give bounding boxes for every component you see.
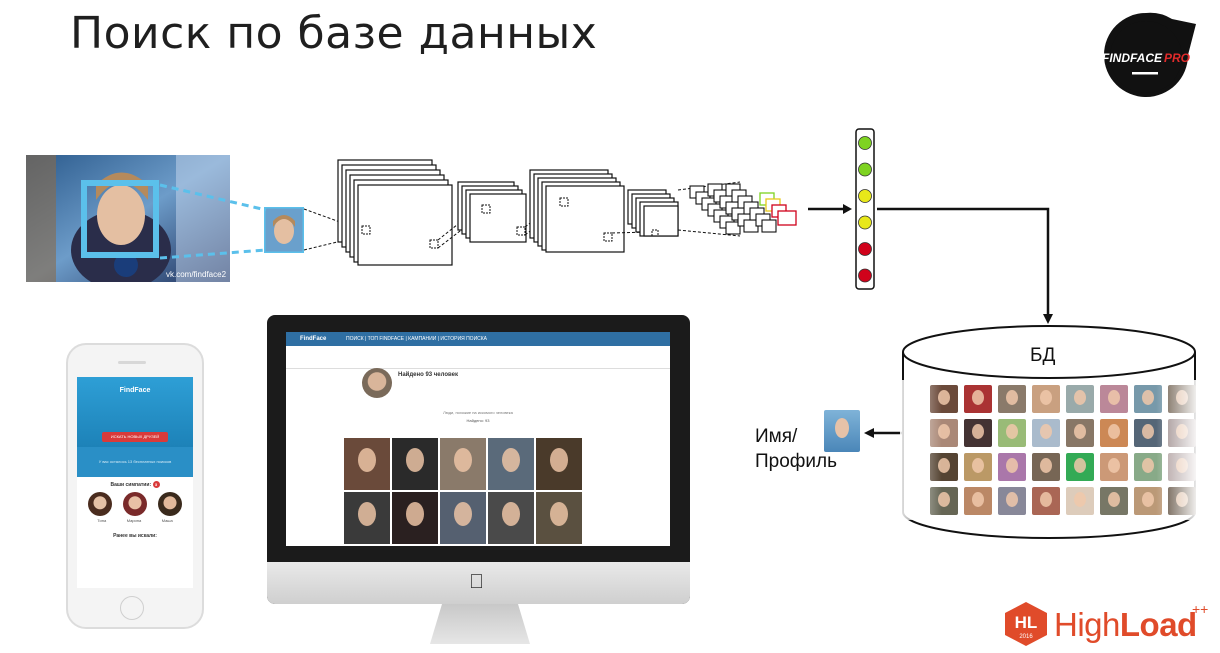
result-card[interactable]	[392, 438, 438, 490]
phone-sympathies-count: 3	[152, 481, 160, 488]
phone-search-button[interactable]: ИСКАТЬ НОВЫХ ДРУЗЕЙ	[102, 432, 168, 442]
fc-layer	[759, 192, 797, 226]
highload-badge-logo: HL 2016	[1005, 602, 1047, 646]
result-card[interactable]	[344, 438, 390, 490]
phone-sympathies-heading: Ваши симпатии: 3	[77, 481, 193, 488]
database-label: БД	[1030, 345, 1056, 366]
phone-speaker	[118, 361, 146, 364]
video-frame: vk.com/findface2	[26, 155, 230, 282]
desktop-query-avatar	[362, 368, 392, 398]
result-card[interactable]	[536, 438, 582, 490]
result-card[interactable]	[488, 438, 534, 490]
phone-avatars-row	[77, 488, 193, 516]
desktop-found-sub: Люди, похожие на искомого человека	[443, 410, 513, 415]
result-label-name: Имя/	[755, 426, 798, 447]
result-card[interactable]	[392, 492, 438, 544]
result-card[interactable]	[440, 438, 486, 490]
phone-earlier-heading: Ранее вы искали:	[113, 533, 157, 539]
highload-word-bold: Load	[1119, 606, 1197, 643]
feature-vector	[855, 128, 875, 290]
slide-title: Поиск по базе данных	[70, 8, 598, 59]
vector-element	[858, 189, 872, 203]
phone-screen: FindFace ИСКАТЬ НОВЫХ ДРУЗЕЙ У вас остал…	[77, 377, 193, 588]
avatar-name: Тина	[97, 518, 107, 523]
video-watermark: vk.com/findface2	[166, 270, 227, 279]
cropped-face	[264, 207, 304, 253]
vector-element	[858, 136, 872, 150]
avatar[interactable]	[157, 492, 182, 516]
desktop-results-grid	[344, 438, 584, 546]
avatar[interactable]	[88, 492, 113, 516]
highload-wordmark: HighLoad	[1054, 606, 1197, 644]
result-card[interactable]	[440, 492, 486, 544]
conv-layer-3	[529, 169, 625, 253]
desktop-found-heading: Найдено 93 человек	[398, 372, 458, 378]
result-label-profile: Профиль	[755, 451, 838, 472]
desktop-app-brand[interactable]: FindFace	[300, 336, 327, 342]
vector-element	[858, 242, 872, 256]
result-card[interactable]	[344, 492, 390, 544]
avatar[interactable]	[122, 492, 147, 516]
conv-layer-1	[337, 159, 453, 266]
conv-layer-2	[457, 181, 527, 243]
phone-app-header: FindFace ИСКАТЬ НОВЫХ ДРУЗЕЙ	[77, 377, 193, 447]
vector-element	[858, 162, 872, 177]
desktop-user-row	[286, 346, 670, 369]
logo-text-findface: FINDFACE	[1102, 51, 1163, 65]
result-card[interactable]	[536, 492, 582, 544]
phone-app-title: FindFace	[119, 387, 151, 394]
desktop-app-navbar: FindFace ПОИСК | ТОП FINDFACE | КАМПАНИИ…	[286, 332, 670, 346]
desktop-app-nav[interactable]: ПОИСК | ТОП FINDFACE | КАМПАНИИ | ИСТОРИ…	[346, 336, 488, 342]
vector-element	[858, 268, 872, 283]
result-label: Имя/ Профиль	[755, 424, 837, 474]
logo-text-pro: PRO	[1164, 51, 1191, 65]
conv-layer-4	[627, 189, 679, 237]
result-card[interactable]	[488, 492, 534, 544]
monitor-screen: FindFace ПОИСК | ТОП FINDFACE | КАМПАНИИ…	[286, 332, 670, 546]
avatar-name: Марина	[126, 518, 142, 523]
phone-sympathies-heading-text: Ваши симпатии:	[110, 482, 152, 488]
apple-icon: 	[469, 571, 484, 594]
vector-element	[858, 215, 872, 230]
phone-hint-text: У вас осталось 13 бесплатных поисков	[77, 447, 193, 477]
monitor-stand	[430, 604, 530, 644]
findface-pro-logo: FINDFACE PRO	[1102, 12, 1196, 97]
database-edge-fade	[900, 380, 1198, 520]
result-face-thumbnail	[824, 410, 860, 452]
avatar-name: Маша	[161, 518, 173, 523]
highload-superscript: ++	[1192, 601, 1209, 617]
conv-layer-5	[689, 183, 777, 235]
highload-badge-text: HL	[1015, 613, 1038, 632]
phone-avatar-names: Тина Марина Маша	[77, 516, 193, 523]
monitor-chin	[267, 562, 690, 604]
highload-word-light: High	[1054, 606, 1120, 643]
desktop-found-count: Найдено: 93	[466, 418, 490, 423]
highload-badge-year: 2016	[1019, 634, 1033, 640]
phone-home-button[interactable]	[120, 596, 144, 620]
